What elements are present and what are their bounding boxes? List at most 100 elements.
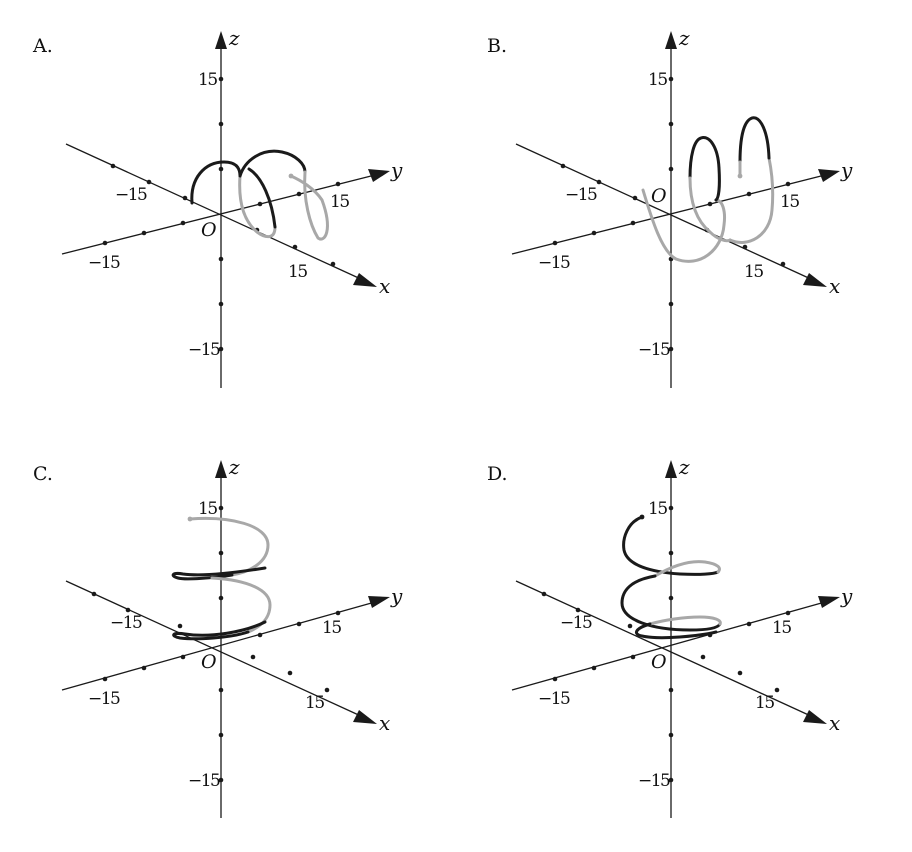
option-label-a: A. [32, 35, 53, 57]
option-label-d: D. [487, 463, 508, 485]
origin-label-d: O [651, 651, 667, 673]
panel-a: A. [32, 26, 403, 388]
y-axis-arrow-a [368, 169, 390, 182]
z-axis-arrow-d [665, 460, 677, 478]
tick-dot [177, 623, 183, 629]
tick-dot [292, 244, 298, 250]
curve-segment [648, 615, 722, 626]
curve-segment [247, 167, 277, 229]
z-axis-arrow-c [215, 460, 227, 478]
tick-label-y-neg-a: −15 [88, 253, 120, 273]
curve-segment [622, 515, 720, 576]
x-axis-d [515, 580, 814, 718]
origin-label-a: O [201, 219, 217, 241]
axis-name-y-a: y [390, 158, 403, 182]
tick-dot [668, 732, 674, 738]
tick-label-z-pos-d: 15 [648, 499, 667, 519]
tick-dot [668, 121, 674, 127]
panel-c: C. [33, 455, 403, 818]
axes-a [61, 31, 390, 388]
tick-dots-d [541, 505, 791, 783]
curve-segment [634, 622, 718, 640]
panel-d: D. [487, 455, 853, 818]
tick-label-y-neg-d: −15 [538, 689, 570, 709]
x-axis-arrow-d [803, 710, 827, 724]
tick-dot [632, 195, 638, 201]
tick-label-x-neg-c: −15 [110, 613, 142, 633]
tick-dot [560, 163, 566, 169]
tick-dot [591, 230, 597, 236]
curve-segment [172, 620, 267, 641]
curve-segment [289, 170, 329, 241]
x-axis-b [515, 143, 814, 281]
option-label-b: B. [487, 35, 507, 57]
curve-segment [653, 560, 721, 578]
tick-label-z-pos-c: 15 [198, 499, 217, 519]
y-axis-c [61, 601, 376, 691]
tick-dot [287, 670, 293, 676]
tick-dot [742, 244, 748, 250]
curve-segment [738, 116, 771, 164]
tick-dot [330, 261, 336, 267]
tick-dot [707, 201, 713, 207]
axes-b [511, 31, 840, 388]
z-axis-arrow-a [215, 31, 227, 49]
tick-label-z-neg-d: −15 [638, 771, 670, 791]
tick-dot [182, 195, 188, 201]
tick-dot [668, 595, 674, 601]
tick-label-z-pos-a: 15 [198, 70, 217, 90]
x-axis-arrow-b [803, 273, 827, 287]
origin-label-c: O [201, 651, 217, 673]
curve-segment [238, 149, 307, 178]
tick-label-z-neg-a: −15 [188, 340, 220, 360]
curve-segment [190, 160, 242, 205]
tick-dots-c [91, 505, 341, 783]
x-axis-c [65, 580, 364, 718]
axis-name-y-c: y [390, 584, 403, 608]
tick-dot [780, 261, 786, 267]
tick-dot [110, 163, 116, 169]
tick-dot [218, 777, 224, 783]
tick-dot [102, 676, 108, 682]
tick-dot [668, 687, 674, 693]
helix-curve-b [641, 116, 775, 263]
option-label-c: C. [33, 463, 53, 485]
curve-endpoint [288, 173, 294, 179]
axes-d [511, 460, 840, 818]
tick-dot [668, 76, 674, 82]
curve-segment [688, 136, 721, 202]
helix-curve-d [620, 514, 722, 640]
tick-dot [218, 301, 224, 307]
tick-dot [141, 665, 147, 671]
axis-name-z-c: z [228, 455, 240, 479]
tick-label-x-neg-a: −15 [115, 185, 147, 205]
tick-label-x-pos-a: 15 [288, 262, 307, 282]
axis-name-z-d: z [678, 455, 690, 479]
tick-label-y-neg-c: −15 [88, 689, 120, 709]
axis-name-x-c: x [379, 711, 390, 735]
tick-dot [218, 732, 224, 738]
tick-dot [668, 166, 674, 172]
panel-b: B. [487, 26, 853, 388]
tick-dot [668, 346, 674, 352]
tick-dot [552, 240, 558, 246]
tick-label-x-neg-d: −15 [560, 613, 592, 633]
curve-segment [688, 176, 732, 243]
origin-label-b: O [651, 185, 667, 207]
y-axis-d [511, 601, 826, 691]
tick-dot [218, 346, 224, 352]
tick-dot [668, 550, 674, 556]
tick-label-z-neg-c: −15 [188, 771, 220, 791]
curve-endpoint [187, 516, 193, 522]
curve-segment [728, 156, 775, 244]
tick-dot [668, 777, 674, 783]
tick-label-y-neg-b: −15 [538, 253, 570, 273]
tick-dot [146, 179, 152, 185]
axes-c [61, 460, 390, 818]
tick-dot [296, 191, 302, 197]
x-axis-arrow-a [353, 273, 377, 287]
tick-dot [324, 687, 330, 693]
tick-label-x-pos-d: 15 [755, 693, 774, 713]
tick-dot [257, 632, 263, 638]
